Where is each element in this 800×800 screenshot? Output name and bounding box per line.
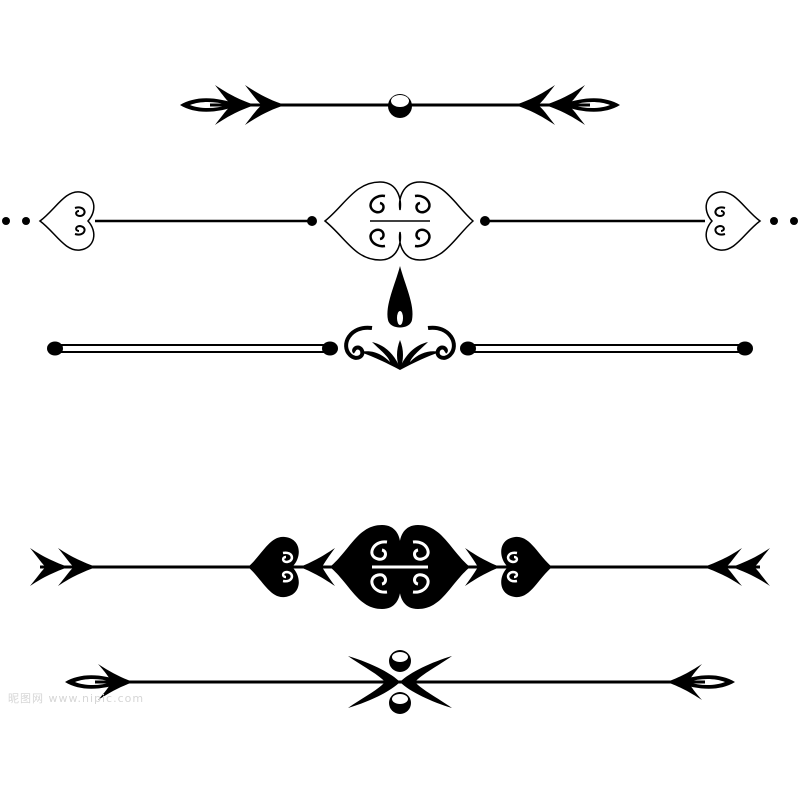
solid-heart-scroll-icon <box>501 536 552 598</box>
crossed-leaf-icon <box>348 656 400 708</box>
left-arrow-barb-icon <box>215 85 255 125</box>
left-arrow-tip-icon <box>180 98 240 112</box>
pearl-highlight <box>391 95 409 107</box>
left-arrow-barb-icon <box>58 548 96 586</box>
solid-heart-scroll-arrow-divider <box>30 525 770 609</box>
scroll-curl-icon <box>74 224 86 236</box>
left-arrow-barb-icon <box>30 548 68 586</box>
right-arrow-tip-icon <box>560 98 620 112</box>
end-dot-icon <box>2 217 10 225</box>
scroll-curl-icon <box>414 194 431 214</box>
pearl-highlight <box>392 694 408 704</box>
right-arrow-barb-icon <box>515 85 555 125</box>
right-arrow-barb-icon <box>732 548 770 586</box>
rule-end-dot-icon <box>307 216 317 226</box>
inner-arrow-barb-icon <box>465 548 500 586</box>
watermark-text: 昵图网 www.nipic.com <box>8 692 145 705</box>
scroll-curl-icon <box>369 194 386 214</box>
inner-arrow-barb-icon <box>300 548 335 586</box>
outlined-scroll-medallion-icon <box>323 181 475 261</box>
scroll-curl-icon <box>370 573 388 594</box>
outlined-heart-scroll-icon <box>705 191 762 251</box>
scroll-curl-icon <box>506 551 519 564</box>
end-dot-icon <box>770 217 778 225</box>
crossed-leaf-arrow-divider <box>65 650 735 714</box>
teardrop-highlight <box>397 311 403 325</box>
right-arrow-barb-icon <box>667 664 702 700</box>
left-arrow-barb-icon <box>245 85 285 125</box>
left-arrow-barb-icon <box>98 664 133 700</box>
scroll-curl-icon <box>281 551 294 564</box>
outlined-heart-scroll-icon <box>38 191 95 251</box>
scroll-curl-icon <box>414 228 431 248</box>
left-curl-icon <box>344 325 373 360</box>
double-rule-fleuron-divider <box>47 266 753 370</box>
end-dot-icon <box>22 217 30 225</box>
crossed-leaf-icon <box>400 656 452 708</box>
fleuron-stem-icon <box>397 340 403 370</box>
scroll-curl-icon <box>370 540 388 561</box>
heart-scroll-dotted-divider <box>2 181 798 261</box>
scroll-curl-icon <box>714 224 726 236</box>
right-arrow-barb-icon <box>704 548 742 586</box>
scroll-curl-icon <box>714 206 726 218</box>
scroll-curl-icon <box>506 570 519 583</box>
solid-heart-scroll-icon <box>248 536 299 598</box>
teardrop-finial-icon <box>387 266 413 328</box>
scroll-curl-icon <box>369 228 386 248</box>
arrow-divider-with-pearl <box>180 85 620 125</box>
scroll-curl-icon <box>412 573 430 594</box>
scroll-curl-icon <box>281 570 294 583</box>
left-double-rule <box>47 341 338 356</box>
fleuron-leaf-icon <box>360 342 400 370</box>
rule-end-dot-icon <box>480 216 490 226</box>
pearl-highlight <box>392 652 408 662</box>
end-dot-icon <box>790 217 798 225</box>
scroll-curl-icon <box>74 206 86 218</box>
fleuron-leaf-icon <box>400 342 440 370</box>
scroll-curl-icon <box>412 540 430 561</box>
right-double-rule <box>460 341 753 356</box>
right-curl-icon <box>427 325 456 360</box>
